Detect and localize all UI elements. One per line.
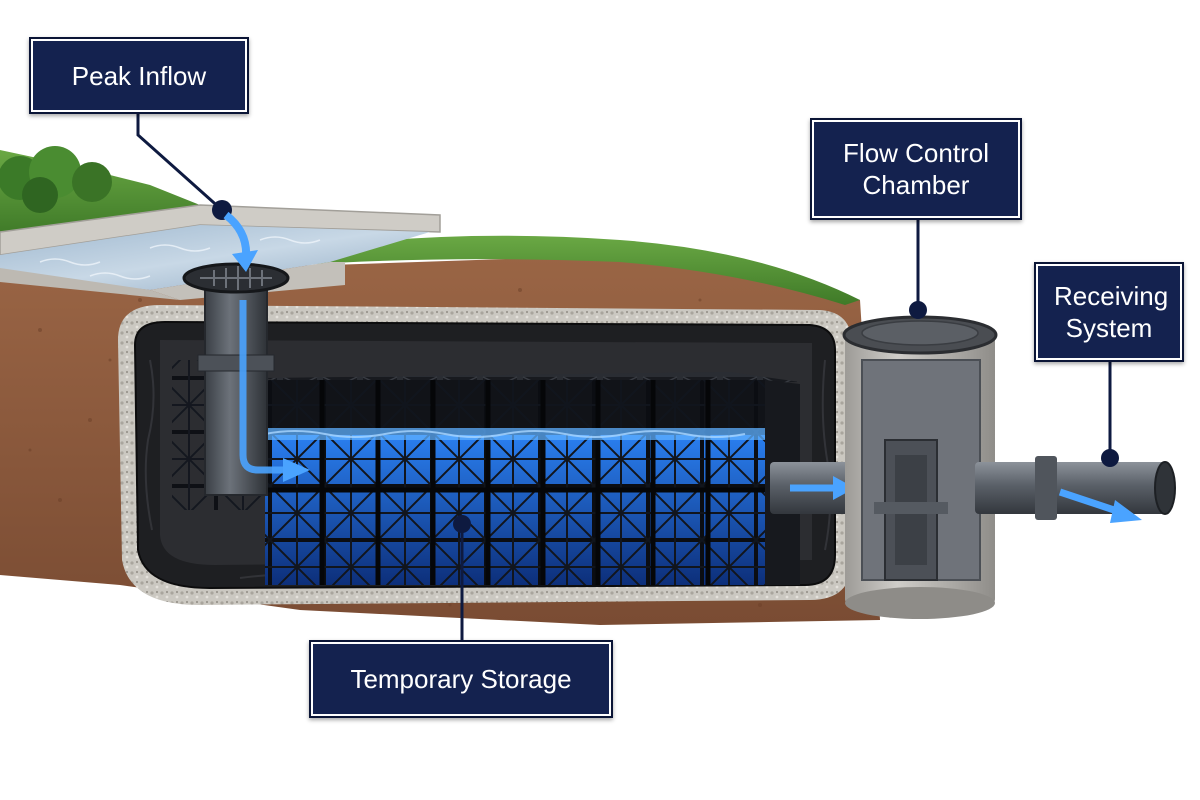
crate-grid xyxy=(265,380,765,585)
temporary-storage-label: Temporary Storage xyxy=(309,640,613,718)
crate-modules xyxy=(265,380,765,585)
inlet-riser xyxy=(204,284,268,496)
temporary-storage-text: Temporary Storage xyxy=(350,664,572,694)
flow-arrow-icon xyxy=(232,250,258,272)
grate-bars xyxy=(200,266,272,290)
near-kerb xyxy=(0,268,180,300)
flow-arrow-icon xyxy=(833,476,855,500)
kerb xyxy=(0,204,441,256)
water-ripples xyxy=(39,236,321,280)
flow-control-chamber-label: Flow Control Chamber xyxy=(810,118,1022,220)
peak-inflow-label: Peak Inflow xyxy=(29,37,249,114)
flow-arrow-icon xyxy=(1058,488,1122,516)
pipe-end xyxy=(1154,461,1176,515)
water-shimmer xyxy=(264,430,746,438)
flow-arrow-icon xyxy=(283,458,310,482)
flow-control-chamber-text: Flow Control Chamber xyxy=(843,138,989,200)
water-surface xyxy=(265,428,770,440)
shrubs xyxy=(0,146,112,213)
flow-arrow-icon xyxy=(1110,500,1142,523)
leader-lines xyxy=(136,114,1112,640)
grass-verge xyxy=(300,235,860,305)
manhole-cover-inner xyxy=(861,320,979,346)
pipe-coupling xyxy=(1035,456,1057,520)
leader-dot-icon xyxy=(212,200,1119,533)
flow-arrow-icon xyxy=(239,300,285,474)
control-plate xyxy=(874,502,948,514)
riser-collar xyxy=(197,354,275,372)
peak-inflow-text: Peak Inflow xyxy=(71,60,207,91)
receiving-system-text: Receiving System xyxy=(1054,281,1169,343)
chamber-base xyxy=(845,587,995,619)
receiving-pipe xyxy=(975,462,1165,514)
receiving-system-label: Receiving System xyxy=(1034,262,1184,362)
